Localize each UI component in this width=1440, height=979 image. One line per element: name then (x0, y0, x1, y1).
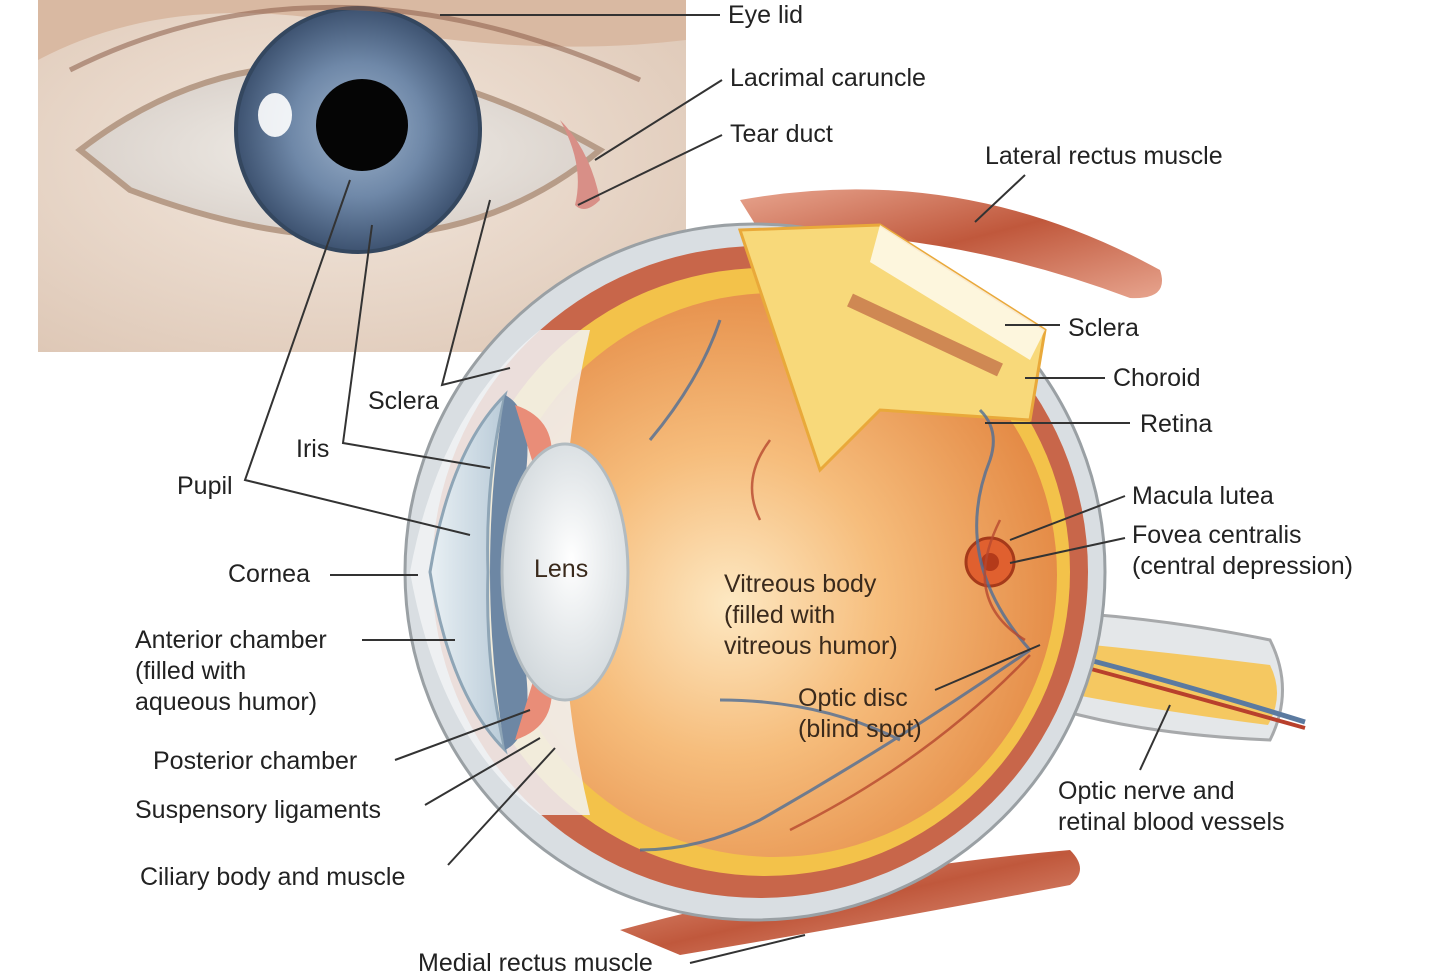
pupil-photo (316, 79, 408, 171)
label-lens: Lens (534, 555, 589, 583)
label-anterior-chamber: Anterior chamber (filled with aqueous hu… (135, 626, 327, 716)
label-medial-rectus-muscle: Medial rectus muscle (418, 949, 653, 977)
label-cornea: Cornea (228, 560, 310, 588)
label-retina: Retina (1140, 410, 1213, 438)
eyeball-section (403, 222, 1306, 922)
label-vitreous-body: Vitreous body (filled with vitreous humo… (724, 570, 898, 660)
lateral-rectus-muscle (740, 189, 1162, 299)
label-iris: Iris (296, 435, 330, 463)
vitreous-body (493, 293, 1057, 857)
label-suspensory-ligaments: Suspensory ligaments (135, 796, 381, 824)
label-choroid: Choroid (1113, 364, 1201, 392)
external-eye-photo (38, 0, 686, 352)
label-lateral-rectus-muscle: Lateral rectus muscle (985, 142, 1223, 170)
label-macula-lutea: Macula lutea (1132, 482, 1274, 510)
label-tear-duct: Tear duct (730, 120, 833, 148)
label-ciliary-body: Ciliary body and muscle (140, 863, 406, 891)
cornea (428, 390, 508, 755)
label-optic-disc: Optic disc (blind spot) (798, 684, 922, 743)
label-sclera-left: Sclera (368, 387, 439, 415)
label-posterior-chamber: Posterior chamber (153, 747, 358, 775)
lens-shape (500, 442, 630, 702)
label-optic-nerve: Optic nerve and retinal blood vessels (1058, 777, 1285, 836)
label-lacrimal-caruncle: Lacrimal caruncle (730, 64, 926, 92)
label-pupil: Pupil (177, 472, 233, 500)
label-fovea-centralis: Fovea centralis (central depression) (1132, 521, 1353, 580)
label-eye-lid: Eye lid (728, 1, 804, 29)
leader-lines (243, 14, 1171, 964)
label-sclera-right: Sclera (1068, 314, 1139, 342)
